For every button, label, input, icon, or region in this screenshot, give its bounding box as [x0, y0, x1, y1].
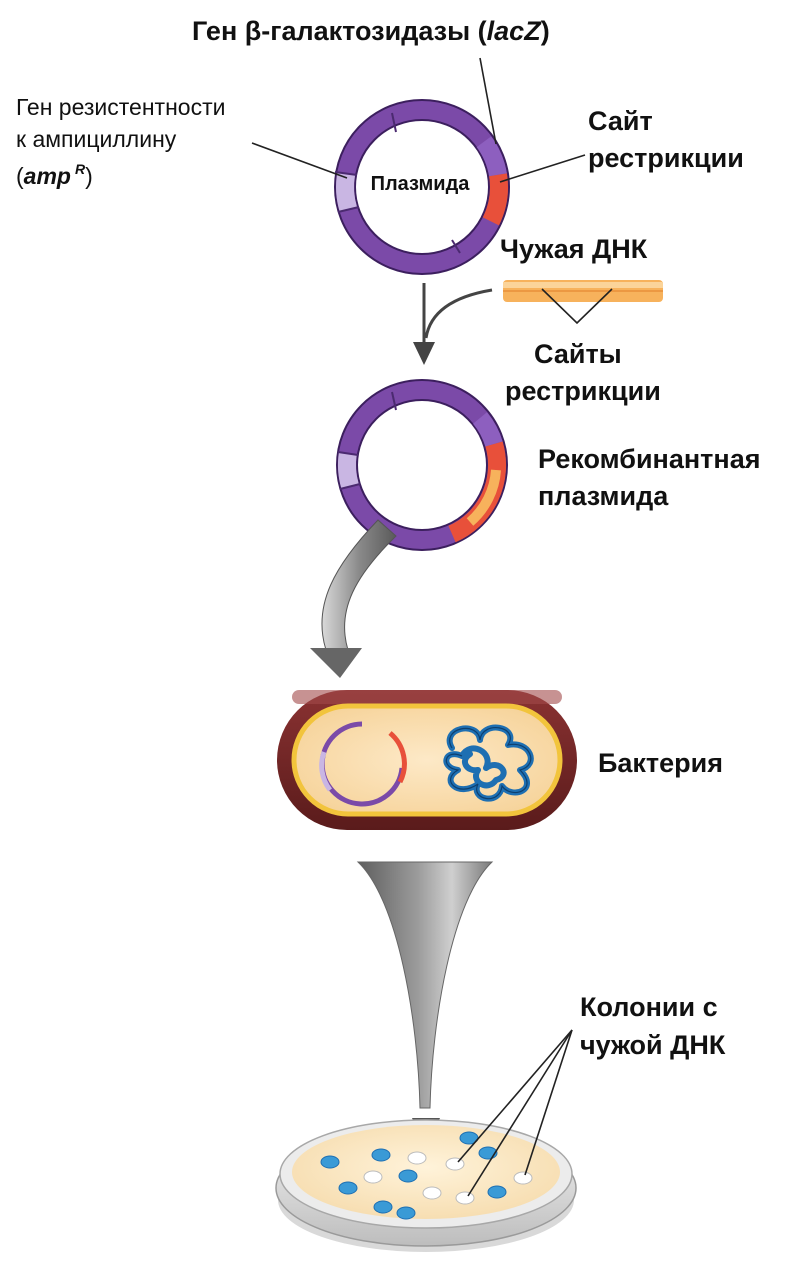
- restriction-site-label-line1: Сайт: [588, 106, 653, 136]
- foreign-dna: Чужая ДНК Сайты рестрикции: [500, 234, 663, 406]
- white-colony-foreign-dna: [455, 1191, 475, 1205]
- colonies-label-line1: Колонии с: [580, 992, 718, 1022]
- arrow-down-icon: [310, 648, 362, 678]
- foreign-dna-label: Чужая ДНК: [500, 234, 648, 264]
- lacz-gene-label: Ген β-галактозидазы (lacZ): [192, 16, 550, 46]
- restriction-sites-label-line1: Сайты: [534, 339, 622, 369]
- bacterial-chromosome-outline: [445, 727, 532, 800]
- amp-gene-label-line1: Ген резистентности: [16, 94, 225, 120]
- white-colony-foreign-dna: [445, 1157, 465, 1171]
- amp-gene-segment-recombinant: [337, 451, 359, 489]
- recombinant-label-line2: плазмида: [538, 481, 669, 511]
- colony-pointer: [524, 1029, 573, 1176]
- blue-colony: [398, 1169, 418, 1183]
- white-colony: [407, 1151, 427, 1165]
- plasmid-label: Плазмида: [371, 173, 471, 195]
- bacterium: [277, 690, 577, 830]
- insertion-arrow: [424, 288, 493, 339]
- white-colony: [422, 1186, 442, 1200]
- inner-plasmid-amp: [319, 751, 333, 792]
- cell-wall-highlight: [292, 690, 562, 704]
- cell-membrane: [291, 703, 563, 817]
- segment-divider: [334, 171, 358, 176]
- arrow-down-icon: [413, 342, 435, 365]
- segment-divider: [339, 483, 361, 490]
- lacz-gene-segment: [476, 136, 507, 177]
- bacterium-label: Бактерия: [598, 748, 723, 778]
- blue-colony: [487, 1185, 507, 1199]
- blue-colony: [396, 1206, 416, 1220]
- restriction-site-label-line2: рестрикции: [588, 143, 744, 173]
- white-colony-foreign-dna: [513, 1171, 533, 1185]
- blue-colony: [338, 1181, 358, 1195]
- leader-line-lacz: [479, 57, 497, 145]
- colonies-label-line2: чужой ДНК: [580, 1030, 726, 1060]
- blue-colony: [371, 1148, 391, 1162]
- blue-colony: [373, 1200, 393, 1214]
- plasmid-top: Плазмида: [334, 99, 510, 275]
- restriction-site-segment: [482, 173, 508, 226]
- petri-dish: [275, 1119, 577, 1252]
- blue-colony: [320, 1155, 340, 1169]
- segment-divider: [337, 451, 359, 456]
- segment-divider: [337, 206, 360, 213]
- inner-plasmid-site: [388, 731, 407, 784]
- foreign-dna-strand-highlight: [503, 282, 663, 288]
- plasmid-recombinant: [336, 379, 508, 551]
- leader-line-amp: [251, 142, 348, 179]
- lacz-gene-segment-recombinant: [472, 412, 503, 447]
- inner-plasmid: [319, 721, 405, 807]
- segment-divider: [451, 239, 461, 254]
- leader-line-site: [499, 154, 586, 183]
- colony-pointer: [467, 1029, 573, 1197]
- transformation-arrow: [321, 519, 397, 651]
- segment-divider: [391, 112, 397, 133]
- white-colony: [363, 1170, 383, 1184]
- restriction-sites-label-line2: рестрикции: [505, 376, 661, 406]
- amp-gene-label-line2: к ампициллину: [16, 126, 177, 152]
- colonies: [320, 1131, 533, 1220]
- restriction-sites-pointer: [541, 288, 613, 325]
- amp-gene-segment: [336, 172, 358, 213]
- recombinant-label-line1: Рекомбинантная: [538, 444, 760, 474]
- inserted-foreign-dna: [466, 469, 501, 526]
- plating-funnel: [356, 861, 494, 1109]
- colony-pointer: [457, 1029, 573, 1163]
- segment-divider: [391, 391, 397, 411]
